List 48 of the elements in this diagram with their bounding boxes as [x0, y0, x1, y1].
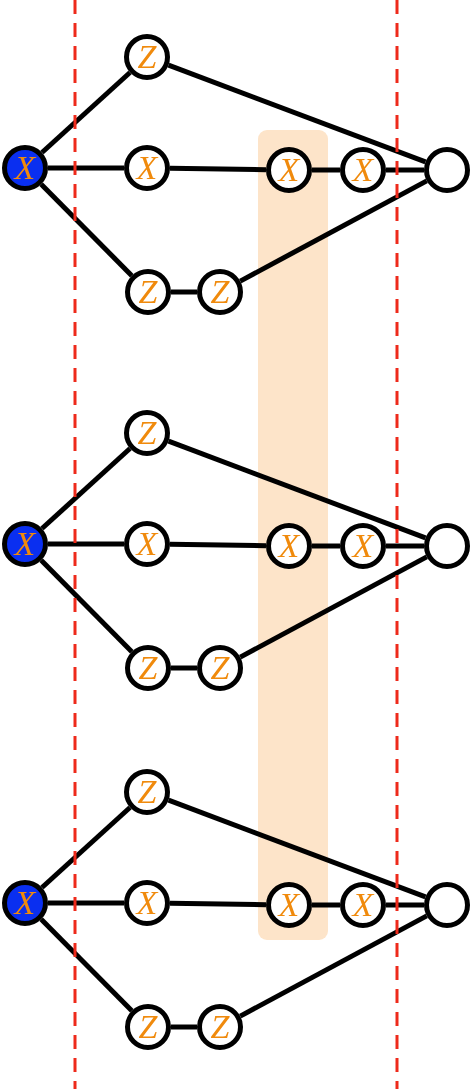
variable-node: X [340, 147, 386, 193]
edge-line [167, 62, 427, 165]
edge-line [312, 543, 340, 549]
variable-node: Z [124, 34, 170, 80]
variable-node: Z [197, 1004, 243, 1050]
variable-node: Z [125, 645, 171, 691]
edge-line [169, 900, 267, 908]
edge-line [386, 902, 424, 908]
variable-node: Z [197, 269, 243, 315]
output-node [424, 882, 470, 928]
edge-line [239, 178, 428, 284]
edge-line [48, 165, 124, 171]
source-node: X [2, 880, 48, 926]
edge-line [171, 665, 197, 671]
edge-line [239, 554, 428, 660]
edge-line [39, 182, 134, 278]
edge-line [39, 917, 134, 1013]
variable-node: X [340, 882, 386, 928]
variable-node: X [340, 523, 386, 569]
edge-line [39, 558, 134, 654]
edge-line [386, 167, 424, 173]
source-node: X [2, 521, 48, 567]
variable-node: Z [124, 769, 170, 815]
source-node: X [2, 145, 48, 191]
edge-line [40, 446, 132, 531]
variable-node: X [124, 145, 170, 191]
edge-line [167, 797, 427, 900]
edge-line [386, 543, 424, 549]
edge-line [48, 541, 124, 547]
variable-node: Z [125, 1004, 171, 1050]
edge-line [312, 902, 340, 908]
edge-line [169, 165, 267, 173]
edge-line [171, 1024, 197, 1030]
variable-node: Z [197, 645, 243, 691]
edge-line [48, 900, 124, 906]
edge-line [312, 167, 340, 173]
edge-line [40, 70, 132, 155]
variable-node: Z [124, 410, 170, 456]
variable-node: X [124, 880, 170, 926]
edge-line [171, 289, 197, 295]
edge-line [40, 805, 132, 890]
variable-node: Z [125, 269, 171, 315]
edge-line [167, 438, 427, 541]
edge-line [239, 913, 428, 1019]
edge-line [169, 541, 267, 549]
output-node [424, 147, 470, 193]
variable-node: X [124, 521, 170, 567]
output-node [424, 523, 470, 569]
